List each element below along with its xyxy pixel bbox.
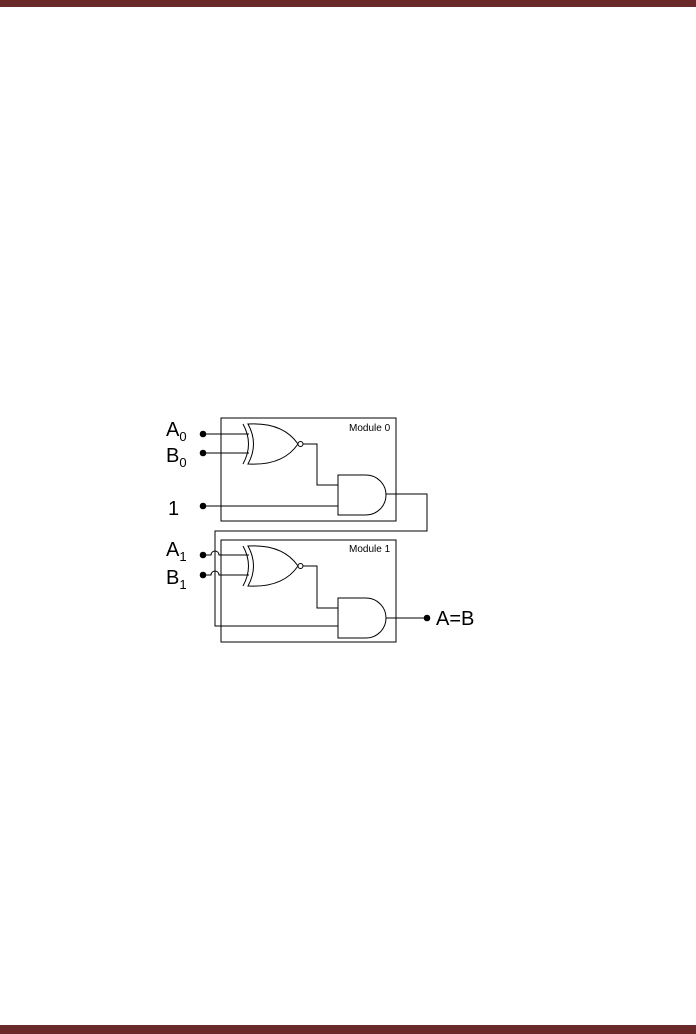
terminal-b1 (199, 571, 207, 579)
terminal-a1 (199, 551, 207, 559)
terminal-output (423, 614, 431, 622)
top-page-rule (0, 0, 696, 7)
module-0-title: Module 0 (349, 423, 391, 434)
wire-and0-to-and1 (214, 493, 428, 627)
and-gate-1 (337, 597, 387, 639)
label-output: A=B (436, 608, 474, 630)
wire-a1 (203, 550, 249, 556)
module-1-box (220, 539, 397, 643)
module-0-box (220, 417, 397, 522)
label-b0: B0 (166, 445, 187, 470)
terminal-b0 (199, 449, 207, 457)
label-a0: A0 (166, 419, 187, 444)
label-b1: B1 (166, 567, 187, 592)
module-1-title: Module 1 (349, 544, 391, 555)
xnor-gate-1 (242, 545, 304, 587)
bottom-page-rule (0, 1025, 696, 1034)
and-gate-0 (337, 474, 387, 516)
terminal-a0 (199, 430, 207, 438)
label-one: 1 (168, 498, 179, 520)
label-a1: A1 (166, 539, 187, 564)
wire-b1 (203, 570, 249, 576)
wire-xnor0-to-and0 (303, 443, 338, 486)
xnor-gate-0 (242, 423, 304, 465)
wire-xnor1-to-and1 (303, 565, 338, 609)
terminal-one (199, 502, 207, 510)
